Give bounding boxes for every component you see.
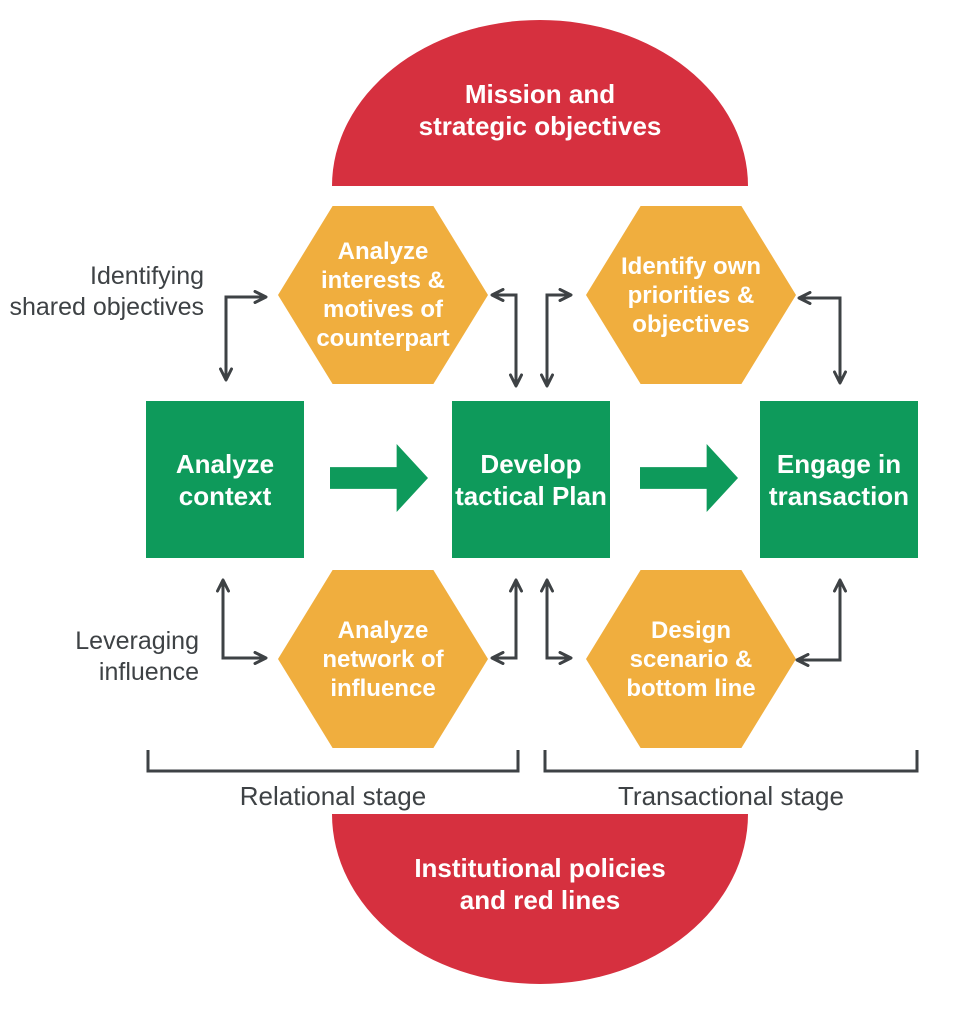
step-text-line: Analyze [175, 448, 275, 479]
mission-dome-label-line2: strategic objectives [418, 111, 662, 141]
connector-arrow-top-middle-left [490, 288, 523, 388]
label-identifying-shared-objectives: Identifying shared objectives [0, 261, 204, 323]
transactional-stage-bracket [543, 750, 919, 773]
policies-dome-label-line1: Institutional policies [414, 853, 666, 883]
label-text-line: shared objectives [9, 293, 204, 321]
hexagon-text-line: objectives [632, 310, 750, 338]
hexagon-text-line: Analyze [337, 616, 429, 644]
relational-stage-bracket [146, 750, 520, 773]
mission-dome-label-line1: Mission and [464, 79, 616, 109]
label-leveraging-influence: Leveraging influence [0, 626, 199, 688]
step-text-line: tactical Plan [455, 480, 607, 511]
policies-dome-label-line2: and red lines [459, 885, 621, 915]
step-engage-transaction: Engage in transaction [760, 401, 918, 558]
step-text-line: context [178, 480, 272, 511]
hexagon-text-line: priorities & [627, 281, 755, 309]
step-text-line: Develop [480, 448, 582, 479]
step-analyze-context: Analyze context [146, 401, 304, 558]
connector-arrow-top-middle-right [540, 288, 573, 388]
hexagon-text-line: counterpart [316, 325, 450, 352]
label-text-line: influence [98, 658, 199, 686]
hexagon-text-line: network of [322, 645, 444, 673]
hexagon-text-line: interests & [320, 267, 446, 294]
hexagon-text-line: motives of [322, 296, 444, 323]
label-text-line: Leveraging [75, 627, 199, 655]
step-text-line: transaction [768, 480, 910, 511]
hexagon-text-line: Identify own [621, 252, 761, 280]
connector-arrow-top-right [797, 291, 847, 385]
label-relational-stage: Relational stage [239, 781, 427, 811]
step-develop-tactical-plan: Develop tactical Plan [452, 401, 610, 558]
connector-arrow-bottom-right [795, 578, 847, 667]
hexagon-text-line: Analyze [337, 238, 429, 265]
hexagon-text-line: scenario & [629, 645, 753, 673]
hexagon-text-line: Design [650, 616, 731, 644]
label-transactional-stage: Transactional stage [618, 781, 844, 811]
hexagon-text-line: influence [330, 674, 436, 702]
connector-arrow-top-left [219, 290, 268, 382]
step-text-line: Engage in [776, 448, 902, 479]
connector-arrow-bottom-middle-right [540, 578, 573, 665]
connector-arrow-bottom-middle-left [490, 578, 523, 665]
hexagon-text-line: bottom line [626, 674, 756, 702]
label-text-line: Identifying [90, 262, 204, 290]
connector-arrow-bottom-left [216, 578, 268, 665]
